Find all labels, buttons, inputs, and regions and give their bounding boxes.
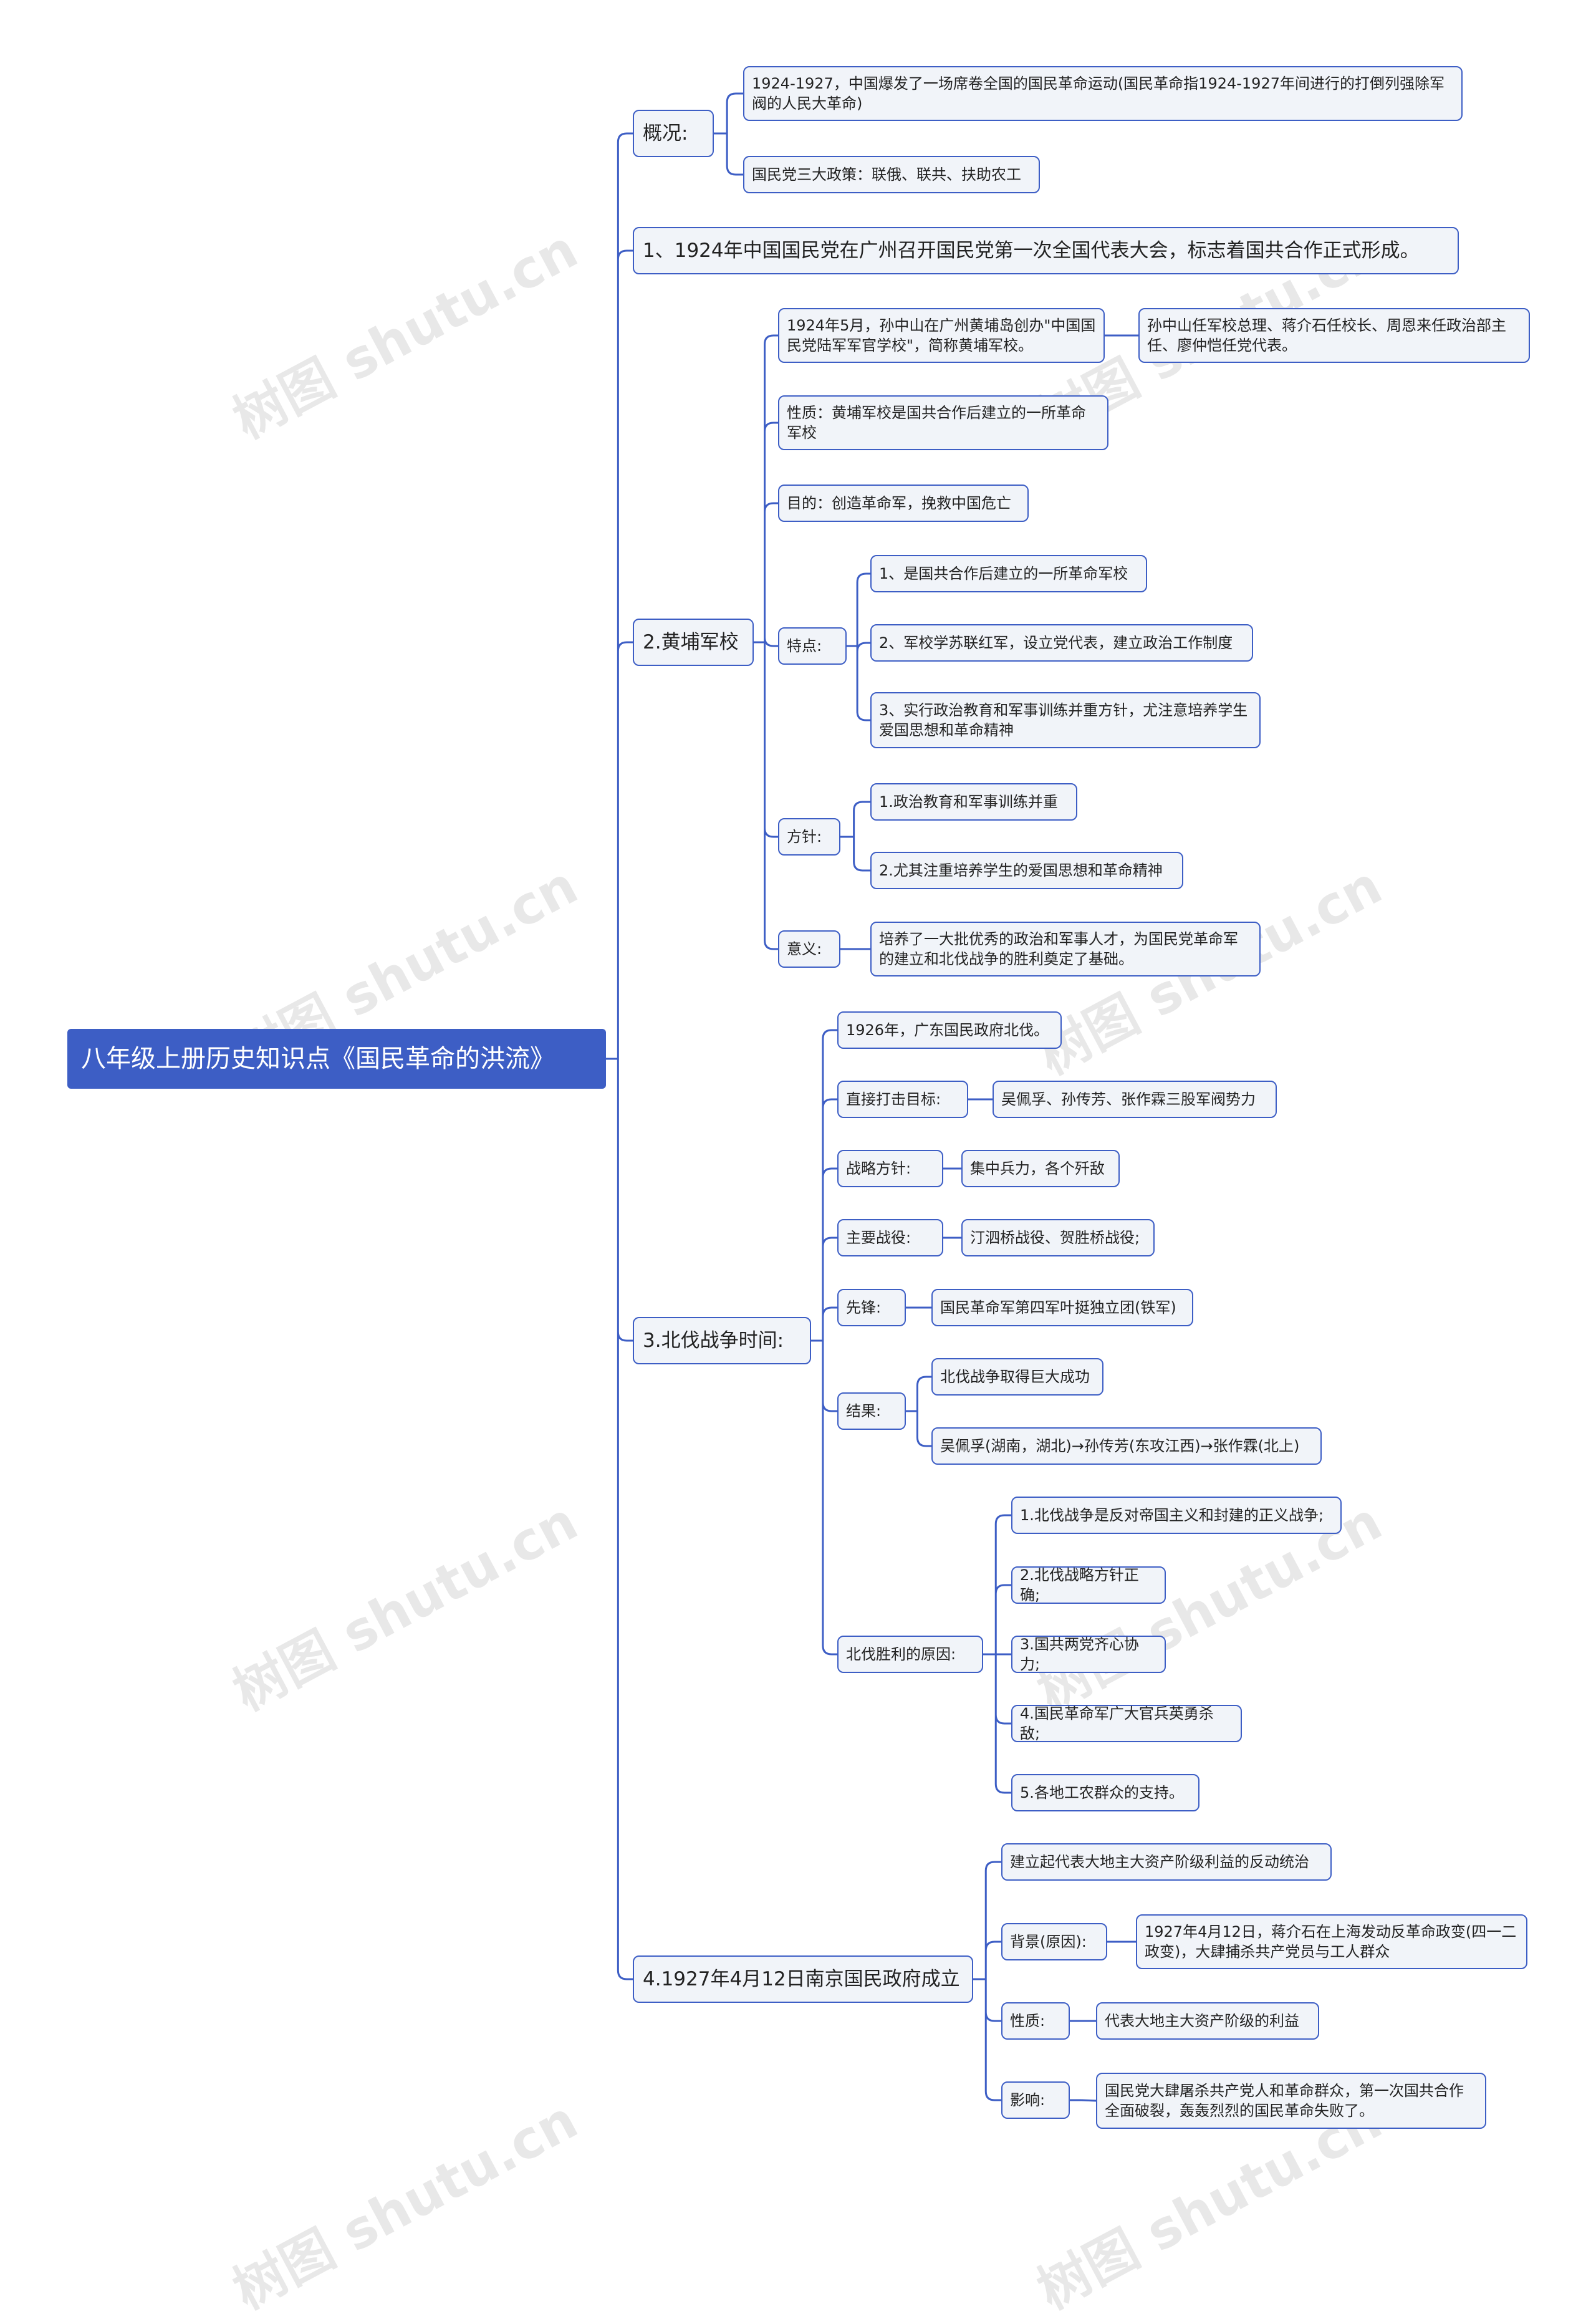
topic-whampoa[interactable]: 2.黄埔军校 [633, 619, 754, 666]
impact-item[interactable]: 国民党大肆屠杀共产党人和革命群众，第一次国共合作全面破裂，轰轰烈烈的国民革命失败… [1096, 2073, 1486, 2129]
result-item[interactable]: 吴佩孚(湖南，湖北)→孙传芳(东攻江西)→张作霖(北上) [931, 1427, 1322, 1465]
reason-item[interactable]: 1.北伐战争是反对帝国主义和封建的正义战争; [1011, 1497, 1342, 1534]
expedition-result[interactable]: 结果: [837, 1392, 906, 1430]
whampoa-leaders[interactable]: 孙中山任军校总理、蒋介石任校长、周恩来任政治部主任、廖仲恺任党代表。 [1138, 308, 1530, 363]
connector-line [847, 572, 870, 721]
expedition-strategy[interactable]: 战略方针: [837, 1150, 943, 1187]
connector-line [754, 334, 778, 950]
policy-item[interactable]: 1.政治教育和军事训练并重 [870, 783, 1077, 821]
significance-item[interactable]: 培养了一大批优秀的政治和军事人才，为国民党革命军的建立和北伐战争的胜利奠定了基础… [870, 922, 1261, 976]
reason-item[interactable]: 2.北伐战略方针正确; [1011, 1566, 1166, 1604]
expedition-battles[interactable]: 主要战役: [837, 1219, 943, 1256]
connector-line [1070, 2099, 1097, 2102]
whampoa-founding[interactable]: 1924年5月，孙中山在广州黄埔岛创办"中国国民党陆军军官学校"，简称黄埔军校。 [778, 308, 1105, 363]
connector-line [811, 1029, 837, 1656]
connector-line [840, 801, 870, 872]
feature-item[interactable]: 2、军校学苏联红军，设立党代表，建立政治工作制度 [870, 624, 1253, 662]
battles-item[interactable]: 汀泗桥战役、贺胜桥战役; [961, 1219, 1155, 1256]
background-item[interactable]: 1927年4月12日，蒋介石在上海发动反革命政变(四一二政变)，大肆捕杀共产党员… [1136, 1914, 1527, 1969]
nanjing-background[interactable]: 背景(原因): [1001, 1923, 1107, 1960]
connector-line [606, 132, 633, 1980]
topic-northern-expedition[interactable]: 3.北伐战争时间: [633, 1317, 811, 1364]
connector-lines [606, 92, 1138, 2102]
overview-item[interactable]: 国民党三大政策：联俄、联共、扶助农工 [743, 156, 1040, 193]
reason-item[interactable]: 3.国共两党齐心协力; [1011, 1636, 1166, 1673]
expedition-vanguard[interactable]: 先锋: [837, 1289, 906, 1326]
vanguard-item[interactable]: 国民革命军第四军叶挺独立团(铁军) [931, 1289, 1193, 1326]
nanjing-nature[interactable]: 性质: [1001, 2002, 1070, 2040]
nanjing-impact[interactable]: 影响: [1001, 2081, 1070, 2119]
result-item[interactable]: 北伐战争取得巨大成功 [931, 1358, 1103, 1396]
overview-item[interactable]: 1924-1927，中国爆发了一场席卷全国的国民革命运动(国民革命指1924-1… [743, 66, 1463, 121]
whampoa-policy[interactable]: 方针: [778, 818, 840, 856]
whampoa-significance[interactable]: 意义: [778, 930, 840, 968]
topic-overview[interactable]: 概况: [633, 110, 714, 157]
expedition-reasons[interactable]: 北伐胜利的原因: [837, 1636, 983, 1673]
reason-item[interactable]: 4.国民革命军广大官兵英勇杀敌; [1011, 1705, 1242, 1742]
whampoa-purpose[interactable]: 目的：创造革命军，挽救中国危亡 [778, 485, 1029, 522]
connector-line [714, 92, 743, 176]
root-topic[interactable]: 八年级上册历史知识点《国民革命的洪流》 [67, 1029, 606, 1089]
connector-line [906, 1376, 931, 1447]
nanjing-establish[interactable]: 建立起代表大地主大资产阶级利益的反动统治 [1001, 1843, 1332, 1881]
feature-item[interactable]: 1、是国共合作后建立的一所革命军校 [870, 555, 1147, 592]
whampoa-nature[interactable]: 性质：黄埔军校是国共合作后建立的一所革命军校 [778, 395, 1108, 450]
feature-item[interactable]: 3、实行政治教育和军事训练并重方针，尤注意培养学生爱国思想和革命精神 [870, 692, 1261, 748]
expedition-target[interactable]: 直接打击目标: [837, 1081, 968, 1118]
target-item[interactable]: 吴佩孚、孙传芳、张作霖三股军阀势力 [993, 1081, 1277, 1118]
topic-nanjing-government[interactable]: 4.1927年4月12日南京国民政府成立 [633, 1955, 973, 2003]
whampoa-features[interactable]: 特点: [778, 627, 847, 665]
reason-item[interactable]: 5.各地工农群众的支持。 [1011, 1774, 1199, 1811]
nature-item[interactable]: 代表大地主大资产阶级的利益 [1096, 2002, 1319, 2040]
strategy-item[interactable]: 集中兵力，各个歼敌 [961, 1150, 1120, 1187]
policy-item[interactable]: 2.尤其注重培养学生的爱国思想和革命精神 [870, 852, 1183, 889]
connector-line [983, 1514, 1011, 1794]
topic-first-congress[interactable]: 1、1924年中国国民党在广州召开国民党第一次全国代表大会，标志着国共合作正式形… [633, 227, 1459, 274]
connector-line [973, 1861, 1001, 2101]
expedition-start[interactable]: 1926年，广东国民政府北伐。 [837, 1011, 1062, 1049]
